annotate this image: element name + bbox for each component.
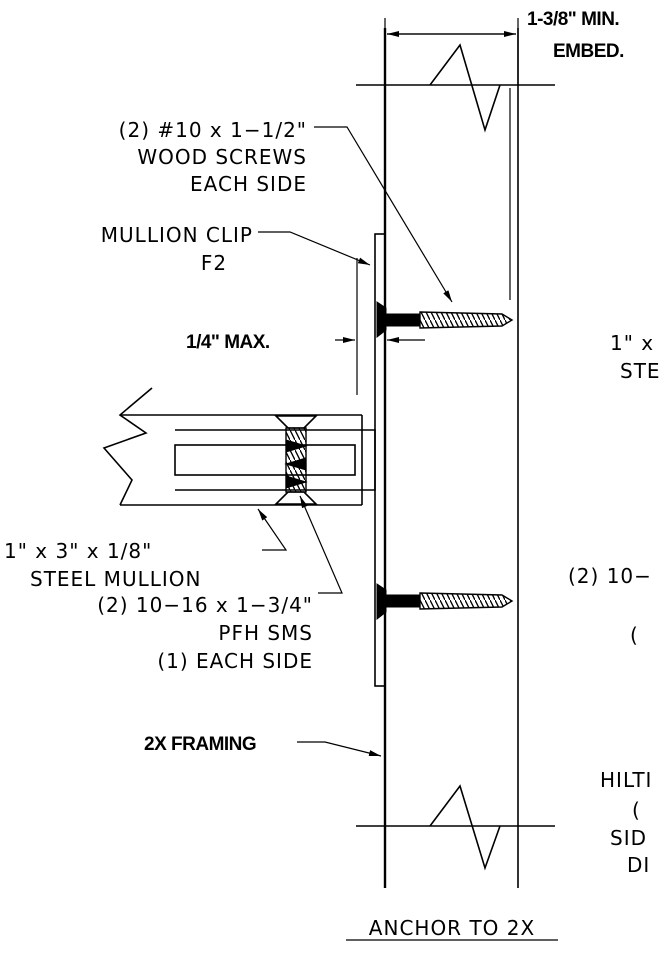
cut-label-8: DI xyxy=(627,853,650,877)
cut-label-1: 1" x xyxy=(610,331,654,355)
embed-label-line1: 1-3/8" MIN. xyxy=(527,9,619,30)
cut-label-7: SID xyxy=(610,826,647,850)
embed-label-line2: EMBED. xyxy=(553,41,624,62)
wood-screw-lower xyxy=(376,583,514,621)
cut-label-3: (2) 10− xyxy=(568,564,652,588)
wood-screws-label-line2: WOOD SCREWS xyxy=(137,145,307,169)
mullion-clip-label-line1: MULLION CLIP xyxy=(101,223,253,247)
sms-label-line3: (1) EACH SIDE xyxy=(157,649,313,673)
wood-screws-label-line3: EACH SIDE xyxy=(190,172,307,196)
detail-caption: ANCHOR TO 2X xyxy=(369,916,535,940)
sms-leader xyxy=(299,495,343,594)
wood-screw-upper xyxy=(376,301,514,339)
gap-dimension xyxy=(335,258,425,395)
steel-mullion xyxy=(102,387,376,506)
mullion-clip-leader xyxy=(258,231,371,266)
framing-label: 2X FRAMING xyxy=(144,734,256,755)
steel-mullion-label-line2: STEEL MULLION xyxy=(30,567,201,591)
steel-mullion-leader xyxy=(257,508,288,551)
framing-member xyxy=(356,28,555,888)
framing-leader xyxy=(297,741,382,757)
bottom-break-line xyxy=(429,784,501,871)
sms-label-line1: (2) 10−16 x 1−3/4" xyxy=(97,593,313,617)
wood-screws-leader xyxy=(314,126,453,303)
cut-label-4: ( xyxy=(630,623,639,647)
cut-label-5: HILTI xyxy=(600,768,652,792)
steel-mullion-label-line1: 1" x 3" x 1/8" xyxy=(4,539,152,563)
wood-screws-label-line1: (2) #10 x 1−1/2" xyxy=(119,118,307,142)
cut-label-6: ( xyxy=(632,798,641,822)
embed-dimension xyxy=(384,18,519,85)
mullion-clip-label-line2: F2 xyxy=(201,251,227,275)
top-break-line xyxy=(429,43,501,133)
sms-label-line2: PFH SMS xyxy=(218,621,313,645)
gap-label: 1/4" MAX. xyxy=(186,332,270,353)
cut-label-2: STE xyxy=(620,359,661,383)
